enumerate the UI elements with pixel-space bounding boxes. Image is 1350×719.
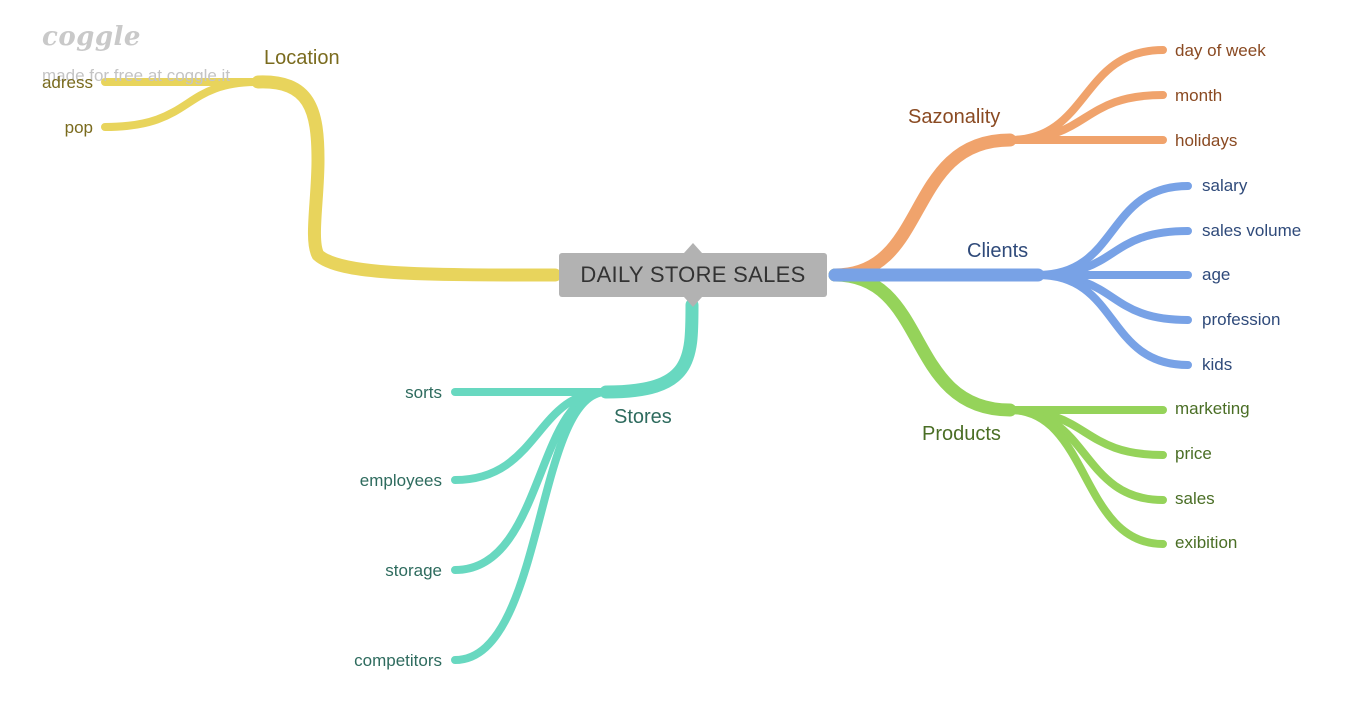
leaf-price[interactable]: price <box>1175 444 1212 463</box>
leaf-sales-volume[interactable]: sales volume <box>1202 221 1302 240</box>
branch-location[interactable]: Location <box>264 47 340 69</box>
central-node[interactable]: DAILY STORE SALES <box>559 253 827 297</box>
products-connectors <box>828 268 1167 548</box>
leaf-adress[interactable]: adress <box>41 73 93 92</box>
leaf-month[interactable]: month <box>1175 86 1223 105</box>
leaf-sorts[interactable]: sorts <box>405 383 442 402</box>
connector-center-products <box>828 268 1017 417</box>
center-collapse-notch-bottom[interactable] <box>684 297 702 307</box>
leaf-marketing[interactable]: marketing <box>1175 399 1250 418</box>
leaf-day-of-week[interactable]: day of week <box>1175 41 1266 60</box>
leaf-storage[interactable]: storage <box>385 561 442 580</box>
central-node-title: DAILY STORE SALES <box>580 262 806 287</box>
leaf-profession[interactable]: profession <box>1202 310 1281 329</box>
location-connectors <box>101 75 562 282</box>
connector-stores-competitors <box>451 388 610 664</box>
branch-clients[interactable]: Clients <box>967 240 1029 262</box>
leaf-salary[interactable]: salary <box>1202 176 1248 195</box>
branch-stores[interactable]: Stores <box>614 406 672 428</box>
sazonality-connectors <box>828 46 1167 282</box>
stores-connectors <box>451 298 699 664</box>
connector-center-location <box>251 75 562 282</box>
leaf-sales[interactable]: sales <box>1175 489 1215 508</box>
branch-sazonality[interactable]: Sazonality <box>908 106 1001 128</box>
clients-connectors <box>828 182 1192 369</box>
leaf-competitors[interactable]: competitors <box>354 651 442 670</box>
leaf-holidays[interactable]: holidays <box>1175 131 1238 150</box>
leaf-age[interactable]: age <box>1202 265 1231 284</box>
connector-products-exibition <box>1006 406 1167 548</box>
connector-center-stores <box>599 298 699 399</box>
connector-center-sazonality <box>828 133 1017 282</box>
connector-clients-kids <box>1034 271 1192 369</box>
connector-location-pop <box>101 78 262 131</box>
branch-products[interactable]: Products <box>922 423 1001 445</box>
coggle-logo: coggle <box>42 22 141 52</box>
leaf-employees[interactable]: employees <box>359 471 442 490</box>
center-collapse-notch-top[interactable] <box>684 243 702 253</box>
watermark-tagline: made for free at coggle.it <box>42 66 231 85</box>
leaf-pop[interactable]: pop <box>64 118 93 137</box>
leaf-kids[interactable]: kids <box>1202 355 1233 374</box>
leaf-exibition[interactable]: exibition <box>1175 533 1238 552</box>
